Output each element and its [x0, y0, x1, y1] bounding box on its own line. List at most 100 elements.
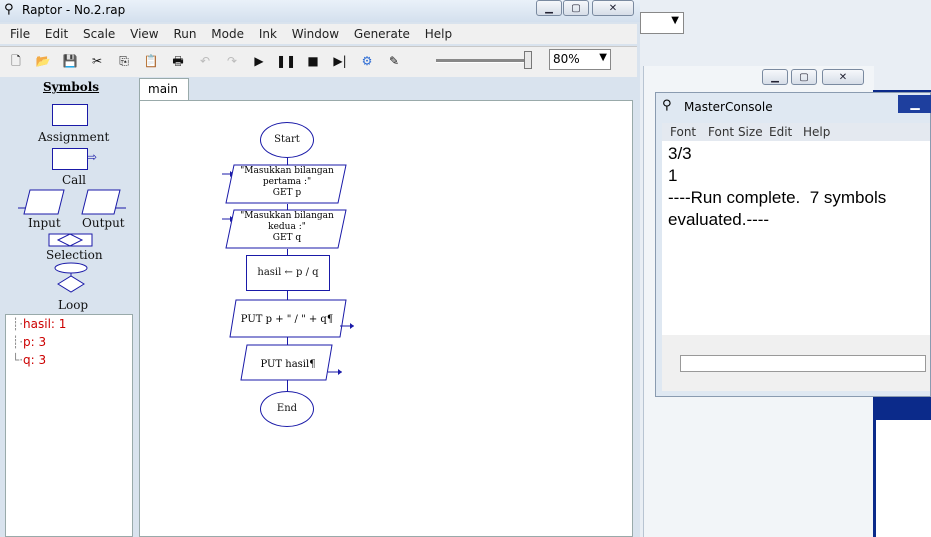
output-shape	[81, 189, 121, 215]
play-icon[interactable]: ▶	[254, 54, 264, 68]
print-icon[interactable]: 🖶	[172, 54, 184, 68]
menu-mode[interactable]: Mode	[211, 27, 244, 41]
input-symbol[interactable]	[18, 188, 66, 216]
output-1-symbol[interactable]	[228, 299, 358, 339]
input-q-text: "Masukkan bilangan kedua :" GET q	[232, 211, 342, 244]
loop-diamond	[57, 275, 85, 293]
menu-generate[interactable]: Generate	[353, 27, 410, 41]
console-input[interactable]	[680, 355, 926, 372]
input-q-get: GET q	[272, 233, 302, 243]
paste-icon[interactable]: 📋	[143, 54, 159, 68]
bg-close-button[interactable]: ✕	[822, 69, 864, 85]
raptor-window: ⚲ Raptor - No.2.rap ▁ ▢ ✕ File Edit Scal…	[0, 0, 640, 537]
loop-oval	[54, 262, 88, 274]
new-file-icon[interactable]: 🗋	[11, 54, 21, 68]
bg-minimize-button[interactable]: ▁	[762, 69, 788, 85]
flow-arrow	[287, 249, 288, 255]
menu-view[interactable]: View	[130, 27, 159, 41]
input-q-prompt-line1: "Masukkan bilangan	[240, 211, 334, 221]
menu-run[interactable]: Run	[173, 27, 197, 41]
console-title: MasterConsole	[684, 100, 773, 114]
console-menu-font[interactable]: Font	[670, 125, 697, 139]
flow-arrow	[287, 337, 288, 345]
variable-row[interactable]: ┊·hasil: 1	[12, 317, 66, 331]
assignment-box[interactable]: hasil ← p / q	[246, 255, 330, 291]
console-line: 1	[668, 166, 678, 185]
maximize-button[interactable]: ▢	[563, 0, 589, 16]
chevron-down-icon: ▼	[599, 52, 607, 63]
variables-panel: ┊·hasil: 1 ┊·p: 3 └·q: 3	[5, 314, 133, 537]
output-2-symbol[interactable]	[240, 344, 346, 382]
copy-icon[interactable]: ⎘	[119, 54, 129, 68]
speed-slider-thumb[interactable]	[524, 51, 532, 69]
test-server-icon[interactable]: ⚙	[361, 54, 373, 68]
open-folder-icon[interactable]: 📂	[35, 54, 51, 68]
assignment-symbol[interactable]	[52, 104, 88, 126]
loop-symbol[interactable]	[50, 262, 94, 296]
cut-icon[interactable]: ✂	[91, 54, 103, 68]
console-menu-edit[interactable]: Edit	[769, 125, 793, 139]
stop-icon[interactable]: ■	[307, 54, 319, 68]
step-icon[interactable]: ▶|	[333, 54, 347, 68]
menu-help[interactable]: Help	[424, 27, 453, 41]
output-2-text: PUT hasil¶	[260, 359, 316, 370]
selection-symbol[interactable]	[48, 230, 94, 248]
start-terminal[interactable]: Start	[260, 122, 314, 158]
output-label: Output	[82, 216, 125, 230]
close-button[interactable]: ✕	[592, 0, 634, 16]
speed-slider-track[interactable]	[436, 59, 532, 63]
menu-file[interactable]: File	[10, 27, 31, 41]
call-symbol[interactable]: ⇨	[52, 148, 97, 170]
console-line: 3/3	[668, 144, 692, 163]
start-label: Start	[274, 134, 300, 145]
canvas-scrollbar[interactable]	[633, 100, 637, 537]
call-label: Call	[62, 173, 87, 187]
console-menu-font-size[interactable]: Font Size	[708, 125, 763, 139]
menu-ink[interactable]: Ink	[258, 27, 277, 41]
bg-maximize-button[interactable]: ▢	[791, 69, 817, 85]
variable-p: p: 3	[23, 335, 47, 349]
menu-window[interactable]: Window	[291, 27, 340, 41]
console-logo-icon: ⚲	[662, 98, 672, 113]
pen-icon[interactable]: ✎	[388, 54, 400, 68]
output-2-shape	[240, 344, 333, 381]
console-output[interactable]: 3/3 1 ----Run complete. 7 symbols evalua…	[662, 141, 930, 335]
input-p-symbol[interactable]	[220, 164, 350, 204]
symbols-heading: Symbols	[43, 80, 100, 94]
chevron-down-icon: ▼	[671, 15, 679, 26]
flow-arrow	[287, 158, 288, 166]
input-shape	[23, 189, 65, 215]
zoom-select[interactable]: 80% ▼	[549, 49, 611, 70]
pause-icon[interactable]: ❚❚	[275, 54, 297, 68]
console-line: evaluated.----	[668, 210, 770, 229]
flowchart-canvas[interactable]	[139, 100, 633, 537]
input-q-symbol[interactable]	[220, 209, 350, 249]
end-terminal[interactable]: End	[260, 391, 314, 427]
input-q-shape	[225, 209, 347, 249]
input-p-get: GET p	[272, 188, 302, 198]
save-icon[interactable]: 💾	[62, 54, 78, 68]
console-minimize-button[interactable]: ▁	[898, 95, 931, 113]
variable-hasil: hasil: 1	[23, 317, 67, 331]
output-symbol[interactable]	[80, 188, 128, 216]
input-p-prompt-line1: "Masukkan bilangan	[240, 166, 334, 176]
console-menu-bar: Font Font Size Edit Help	[662, 123, 930, 141]
tree-branch: ┊·	[12, 335, 24, 349]
variable-row[interactable]: └·q: 3	[12, 353, 46, 367]
output-1-text: PUT p + " / " + q¶	[240, 314, 334, 325]
assignment-text: hasil ← p / q	[257, 267, 319, 278]
console-menu-help[interactable]: Help	[803, 125, 831, 139]
menu-scale[interactable]: Scale	[83, 27, 116, 41]
background-dropdown[interactable]: ▼	[640, 12, 684, 34]
input-p-prompt-line2: pertama :"	[262, 177, 312, 187]
variable-row[interactable]: ┊·p: 3	[12, 335, 46, 349]
selection-label: Selection	[46, 248, 103, 262]
undo-icon[interactable]: ↶	[199, 54, 211, 68]
end-label: End	[276, 403, 298, 414]
output-1-shape	[229, 299, 347, 338]
menu-edit[interactable]: Edit	[44, 27, 69, 41]
redo-icon[interactable]: ↷	[226, 54, 238, 68]
variable-q: q: 3	[23, 353, 47, 367]
tab-main[interactable]: main	[139, 78, 189, 100]
minimize-button[interactable]: ▁	[536, 0, 562, 16]
